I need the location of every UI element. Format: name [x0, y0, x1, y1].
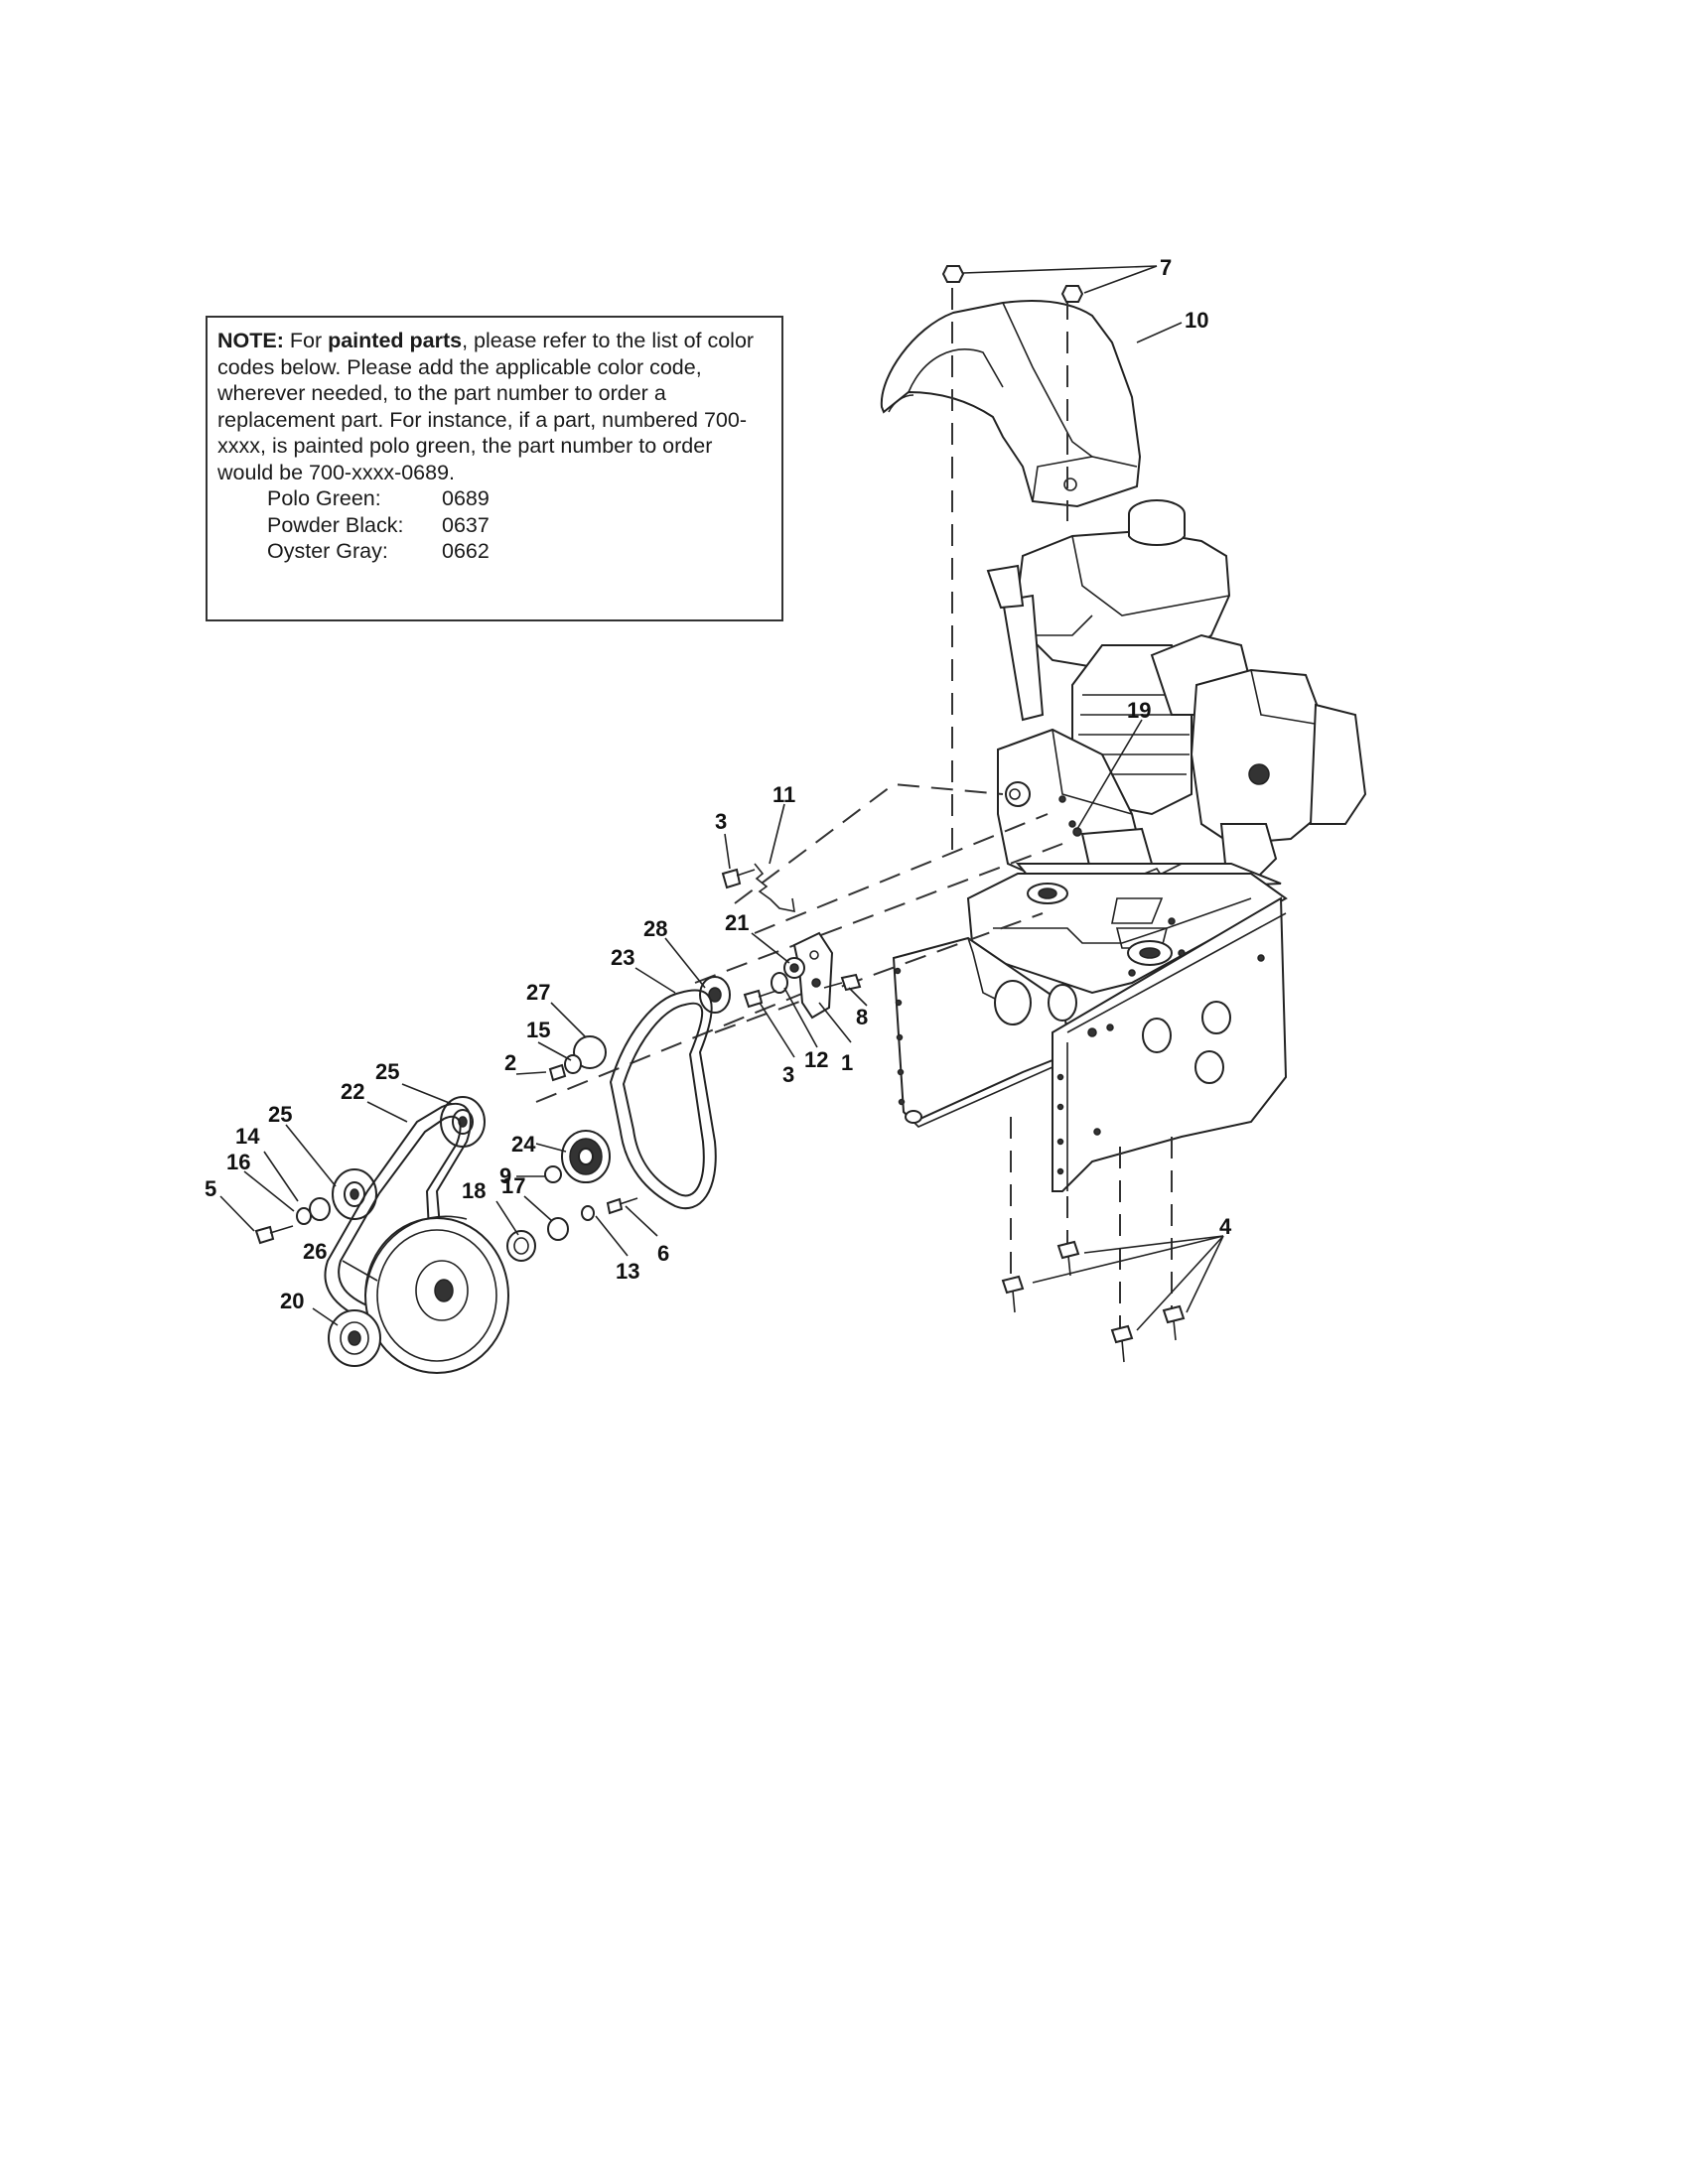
- callout-13: 13: [616, 1259, 639, 1284]
- callout-4: 4: [1219, 1214, 1232, 1239]
- callout-15: 15: [526, 1018, 550, 1042]
- callout-9: 9: [499, 1163, 511, 1188]
- callout-14: 14: [235, 1124, 260, 1149]
- hardware: [254, 265, 1186, 1374]
- callout-28: 28: [643, 916, 667, 941]
- callout-18: 18: [462, 1178, 486, 1203]
- callout-3-upper: 3: [715, 809, 727, 834]
- callout-21: 21: [725, 910, 749, 935]
- callout-27: 27: [526, 980, 550, 1005]
- color-row-powder-black: Powder Black: 0637: [267, 512, 490, 539]
- callout-19: 19: [1127, 698, 1151, 723]
- engine: [986, 499, 1367, 895]
- callout-6: 6: [657, 1241, 669, 1266]
- note-emphasis: painted parts: [328, 329, 463, 352]
- callout-11: 11: [772, 782, 795, 807]
- color-code-note: NOTE: For painted parts, please refer to…: [206, 316, 783, 621]
- callout-26: 26: [303, 1239, 327, 1264]
- callout-20: 20: [280, 1289, 304, 1313]
- callout-labels: 7 10 19 11 3 21 28 23 27 15 2 25 22 24 9…: [205, 255, 1232, 1313]
- callout-1: 1: [841, 1050, 853, 1075]
- callout-25-lower: 25: [268, 1102, 292, 1127]
- alignment-lines: [535, 288, 1173, 1330]
- color-name: Polo Green:: [267, 486, 381, 510]
- color-code: 0662: [442, 539, 490, 563]
- color-code-table: Polo Green: 0689 Powder Black: 0637 Oyst…: [267, 485, 490, 565]
- callout-10: 10: [1185, 308, 1208, 333]
- note-lead: NOTE:: [217, 329, 284, 352]
- callout-23: 23: [611, 945, 634, 970]
- callout-3-lower: 3: [782, 1062, 794, 1087]
- callout-22: 22: [341, 1079, 364, 1104]
- belt-cover: [880, 300, 1142, 508]
- callout-2: 2: [504, 1050, 516, 1075]
- note-paragraph: NOTE: For painted parts, please refer to…: [217, 328, 772, 485]
- callout-17: 17: [501, 1173, 525, 1198]
- color-name: Oyster Gray:: [267, 539, 388, 563]
- color-code: 0689: [442, 486, 490, 510]
- color-code: 0637: [442, 512, 490, 537]
- callout-25-upper: 25: [375, 1059, 399, 1084]
- callout-7: 7: [1160, 255, 1172, 280]
- color-name: Powder Black:: [267, 512, 404, 537]
- frame: [892, 873, 1288, 1192]
- callout-24: 24: [511, 1132, 536, 1157]
- callout-8: 8: [856, 1005, 868, 1029]
- note-text-a: For: [283, 329, 329, 352]
- color-row-polo-green: Polo Green: 0689: [267, 485, 490, 512]
- note-text-b: , please refer to the list of color code…: [217, 329, 755, 484]
- callout-5: 5: [205, 1176, 216, 1201]
- callout-12: 12: [804, 1047, 828, 1072]
- callout-16: 16: [226, 1150, 250, 1174]
- leader-lines: [219, 265, 1224, 1331]
- color-row-oyster-gray: Oyster Gray: 0662: [267, 538, 490, 565]
